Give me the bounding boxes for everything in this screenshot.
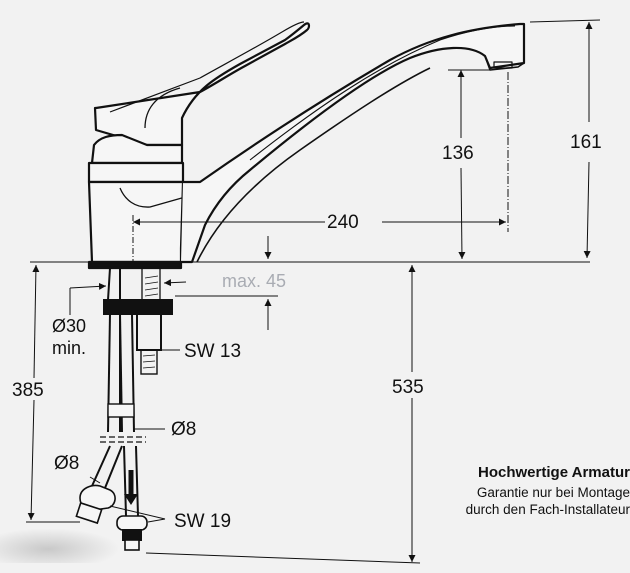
dimension-535-label: 535 <box>392 377 424 398</box>
warranty-line-2: durch den Fach-Installateur <box>465 502 630 517</box>
dimension-385-label: 385 <box>12 380 44 401</box>
dimension-136-label: 136 <box>442 143 474 164</box>
hose-diameter-left-label: Ø8 <box>54 453 80 474</box>
dimension-lines <box>26 19 601 564</box>
max-deck-thickness-label: max. 45 <box>222 271 287 291</box>
paper-shadow <box>0 528 120 563</box>
hole-diameter-label: Ø30 <box>52 316 87 336</box>
hole-diameter-min-label: min. <box>52 338 87 358</box>
dimension-161-label: 161 <box>570 132 602 153</box>
warranty-heading: Hochwertige Armatur <box>478 464 630 481</box>
connector-sw19-label: SW 19 <box>174 511 232 532</box>
dimension-240-label: 240 <box>327 212 359 233</box>
fixing-nut-sw13-label: SW 13 <box>184 341 242 362</box>
warranty-note: Hochwertige Armatur Garantie nur bei Mon… <box>466 464 630 518</box>
mounting-assembly <box>75 267 173 551</box>
warranty-line-1: Garantie nur bei Montage <box>476 485 630 500</box>
hose-diameter-right-label: Ø8 <box>171 419 197 440</box>
faucet-body <box>87 21 526 270</box>
